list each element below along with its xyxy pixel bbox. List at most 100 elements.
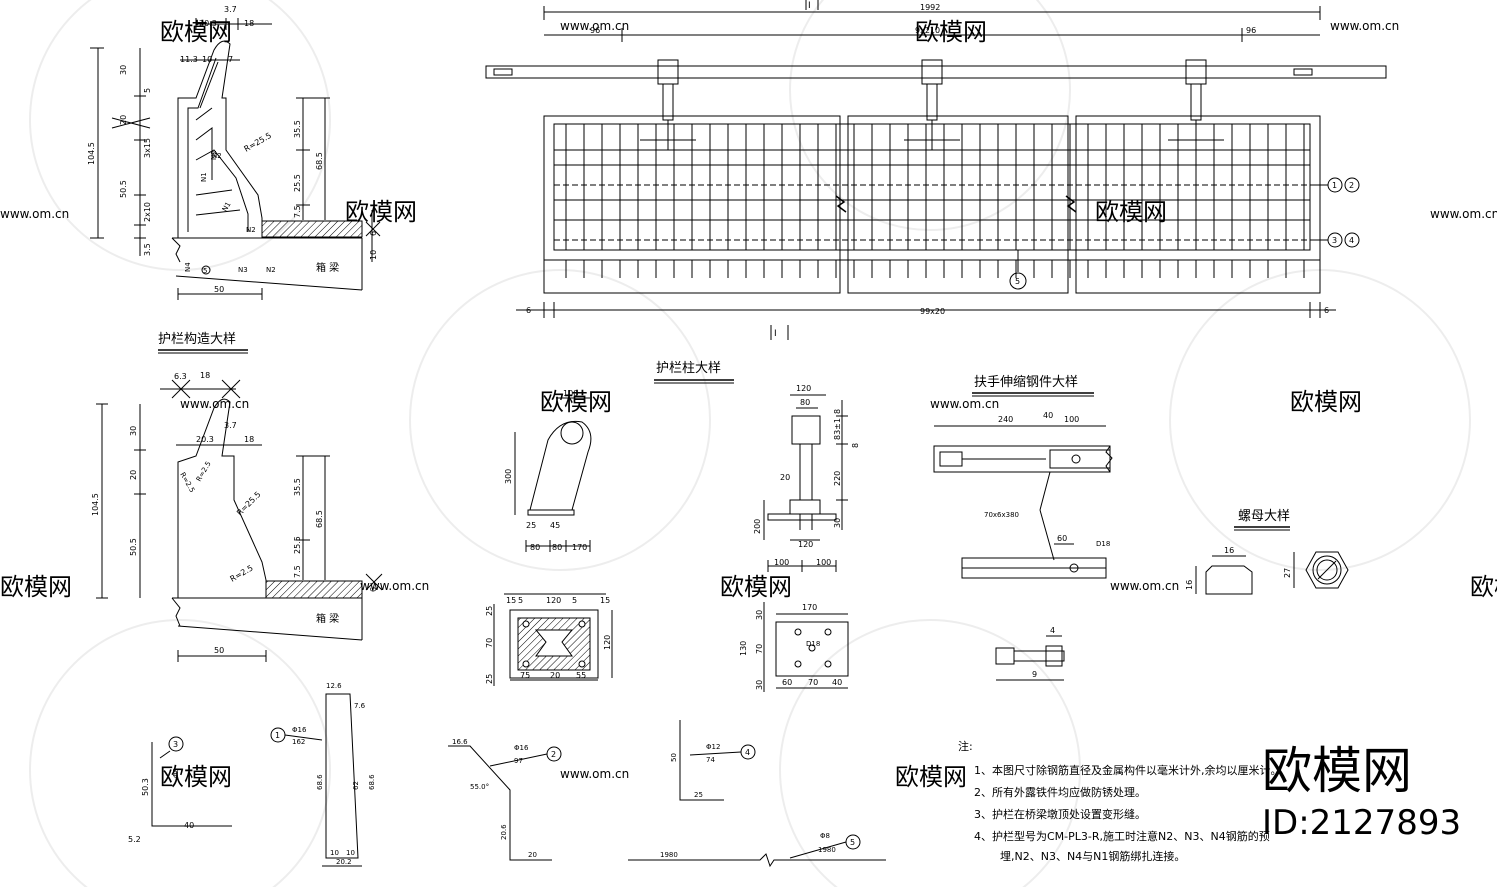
dim-text: 80 [800,398,810,407]
deck-label: 箱 梁 [316,612,339,625]
dim-text: 55.0° [470,783,489,791]
dim-text: 18 [200,371,210,380]
bar-label: N2 [210,150,218,160]
dim-text: 30 [755,610,764,620]
watermark-url: www.om.cn [180,397,249,411]
dim-text: 27 [1283,568,1292,578]
dim-text: 6 [1324,306,1329,315]
circle-label: 5 [203,267,207,275]
watermark-text: 欧模网 [1095,198,1167,226]
dim-text: 30 [833,518,842,528]
dim-text: 70 [808,678,818,687]
watermark-text: 欧模网 [1290,388,1362,416]
dim-text: 5 [518,596,523,605]
dim-text: 25 [485,606,494,616]
watermark-text: 欧模网 [1470,573,1497,601]
dim-text: 25 [694,791,703,799]
dim-text: 25 [526,521,536,530]
watermark-url: www.om.cn [560,767,629,781]
dim-text: 6.3 [174,372,187,381]
section-detail: 护栏构造大样 6.3 18 20.3 3.7 18 30 20 50.5 104… [91,332,383,662]
note-line: 3、护栏在桥梁墩顶处设置变形缝。 [974,807,1146,821]
section-mark: I [774,329,777,339]
dim-text: 5 [143,88,152,93]
dim-text: 16 [1224,546,1234,555]
radius-label: R=25.5 [235,490,263,518]
note-line: 4、护栏型号为CM-PL3-R,施工时注意N2、N3、N4钢筋的预 [974,829,1270,843]
dim-text: 20 [528,851,537,859]
elevation-view: I 1992 96 9x210 96 99x20 6 6 I 1 2 3 4 5 [485,0,1387,340]
bar-circle-label: 1 [275,731,280,740]
nut-detail: 螺母大样 16 16 27 [1185,509,1349,595]
spec-text: 1980 [818,846,836,854]
deck-label: 箱 梁 [316,261,339,274]
watermark-url: www.om.cn [1430,207,1497,221]
dim-text: 68.6 [316,774,324,790]
dim-text: 9 [1032,670,1037,679]
watermark-text: 欧模网 [720,573,792,601]
dim-text: 10 [330,849,339,857]
brand-watermark: 欧模网 ID:2127893 [1262,742,1461,843]
dim-text: 130 [739,641,748,656]
dim-text: 40 [184,821,194,830]
spec-text: 162 [292,738,305,746]
post-top [640,59,696,150]
dim-text: 68.5 [315,152,324,170]
dim-text: 170 [802,603,817,612]
dim-text: 70 [485,638,494,648]
dim-text: 10 [202,55,212,64]
dim-text: 20 [119,115,128,125]
notes-title: 注: [958,739,973,753]
post-side-view: 120 80 8 83±1 8 220 30 20 200 120 100 10… [739,384,860,692]
dim-text: 62 [352,781,360,790]
dim-text: 100 [563,389,578,398]
spec-text: Φ16 [514,744,529,752]
dim-text: 6 [369,587,378,592]
dim-text: 20.3 [196,435,214,444]
dim-text: 16.6 [452,738,468,746]
bar-circle-label: 1 [1332,181,1337,190]
brand-id-text: ID:2127893 [1262,803,1461,843]
bar-label: N1 [221,201,233,213]
dim-text: 10 [369,250,378,260]
dim-text: 75 [520,671,530,680]
dim-text: 200 [753,519,762,534]
dim-text: 300 [504,469,513,484]
dim-text: 12.6 [326,682,342,690]
watermark-url: www.om.cn [0,207,69,221]
bar-label: N1 [200,172,208,182]
post-detail: 护栏柱大样 100 300 25 45 80 80 170 15 5 120 5… [485,361,734,686]
note-line: 1、本图尺寸除钢筋直径及金属构件以毫米计外,余均以厘米计。 [974,763,1282,777]
dim-text: 2x10 [143,202,152,222]
spec-text: 70x6x380 [984,511,1019,519]
dim-text: 25.5 [293,536,302,554]
dim-text: 20 [550,671,560,680]
dim-text: 35.5 [293,120,302,138]
spec-text: 74 [706,756,715,764]
dim-text: 15 [600,596,610,605]
dim-text: 9x210 [915,26,940,35]
dim-text: 5.2 [128,835,141,844]
dim-text: 96 [590,26,600,35]
dim-text: 3x15 [143,138,152,158]
dim-text: 4 [1050,626,1055,635]
dim-text: 104.5 [91,493,100,516]
dim-text: 3.7 [224,421,237,430]
notes: 注: 1、本图尺寸除钢筋直径及金属构件以毫米计外,余均以厘米计。 2、所有外露铁… [958,739,1282,863]
bar-label: N3 [238,266,248,274]
bar-label: N2 [212,152,222,160]
dim-text: 220 [833,471,842,486]
dim-text: 7 [228,55,233,64]
dim-text: 40 [1043,411,1053,420]
dim-text: 35.5 [293,478,302,496]
bar-circle-label: 5 [1015,277,1020,286]
dim-text: 120 [796,384,811,393]
dim-text: 20.6 [500,824,508,840]
radius-label: R=2.5 [195,460,213,483]
dim-text: 170 [572,543,587,552]
dim-text: 120 [798,540,813,549]
radius-label: R=2.5 [178,471,196,494]
bar-label: N4 [184,262,192,272]
note-line: 埋,N2、N3、N4与N1钢筋绑扎连接。 [1000,849,1185,863]
